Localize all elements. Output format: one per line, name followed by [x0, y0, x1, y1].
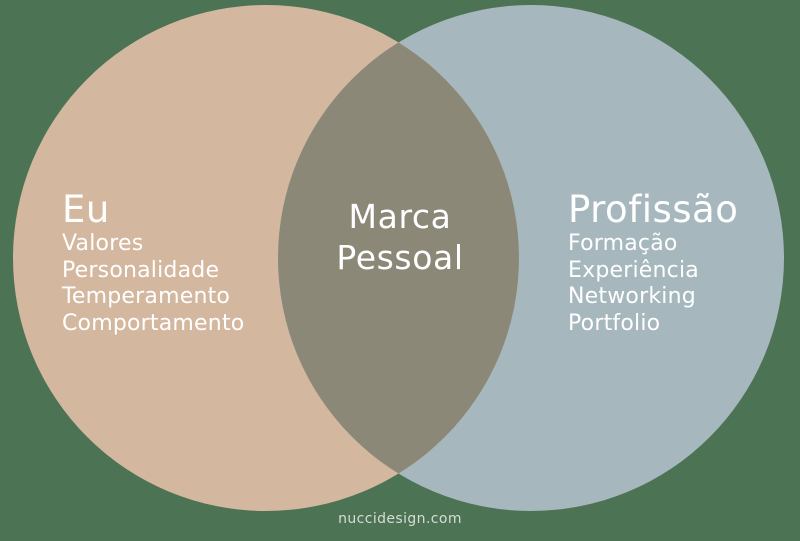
intersection-lens-shape [278, 5, 519, 511]
watermark-credit[interactable]: nuccidesign.com [338, 511, 462, 527]
